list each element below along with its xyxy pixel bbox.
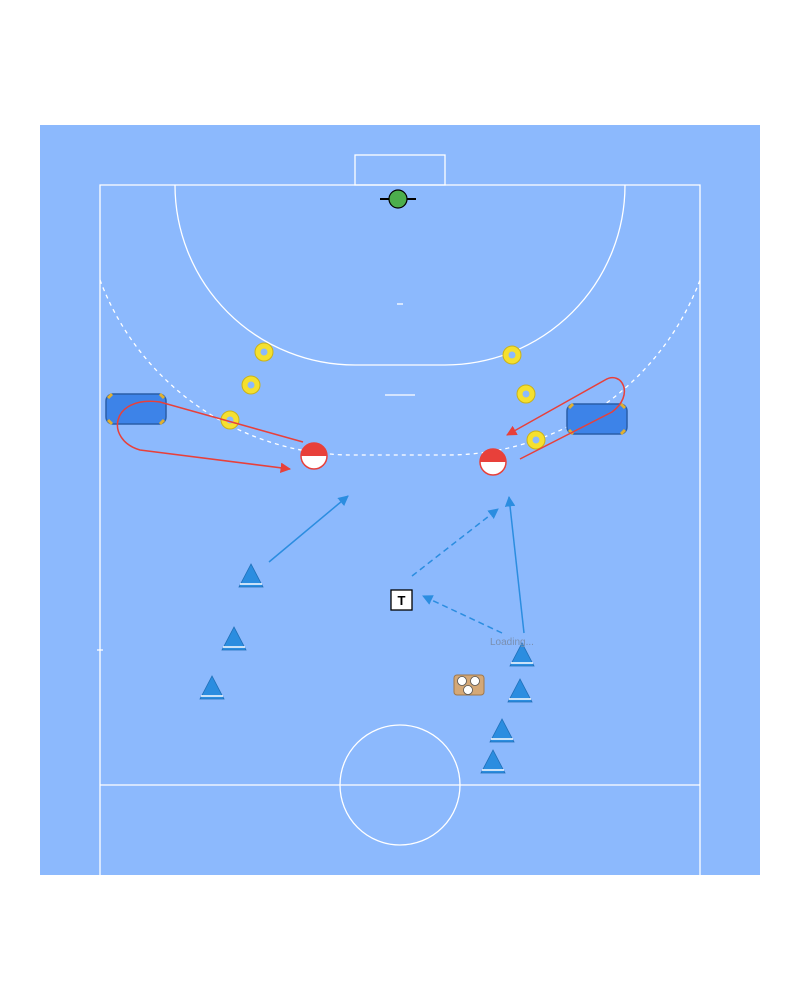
ring-marker	[502, 345, 522, 365]
free-throw-line	[99, 279, 701, 456]
cone	[238, 563, 264, 588]
player-attacker-right	[479, 448, 507, 476]
ball-basket-icon	[453, 674, 485, 696]
cone	[199, 675, 225, 700]
run-path-right	[506, 377, 625, 460]
run-arrow-right	[504, 495, 525, 634]
ring-marker	[254, 342, 274, 362]
ring-marker	[526, 430, 546, 450]
ring-marker	[220, 410, 240, 430]
rings	[220, 342, 546, 450]
cones	[199, 563, 535, 774]
trainer-marker: T	[390, 589, 413, 611]
goal	[354, 154, 446, 186]
mat-left	[105, 392, 167, 426]
pass-arrow-trainer	[411, 508, 499, 577]
goal-area-line	[174, 184, 626, 366]
center-circle	[339, 724, 461, 846]
cone	[509, 642, 535, 667]
ring-marker	[241, 375, 261, 395]
loading-text: Loading...	[490, 637, 534, 648]
goalkeeper	[380, 189, 416, 209]
cone	[221, 626, 247, 651]
run-path-left	[116, 400, 304, 474]
ring-marker	[516, 384, 536, 404]
run-arrow-left	[268, 495, 349, 563]
cone	[480, 749, 506, 774]
player-attacker-left	[300, 442, 328, 470]
court-lines	[97, 154, 701, 875]
cone	[489, 718, 515, 743]
trainer-label: T	[398, 593, 406, 608]
pass-arrow-to-trainer	[422, 595, 503, 634]
court-surface	[40, 125, 760, 875]
cone	[507, 678, 533, 703]
